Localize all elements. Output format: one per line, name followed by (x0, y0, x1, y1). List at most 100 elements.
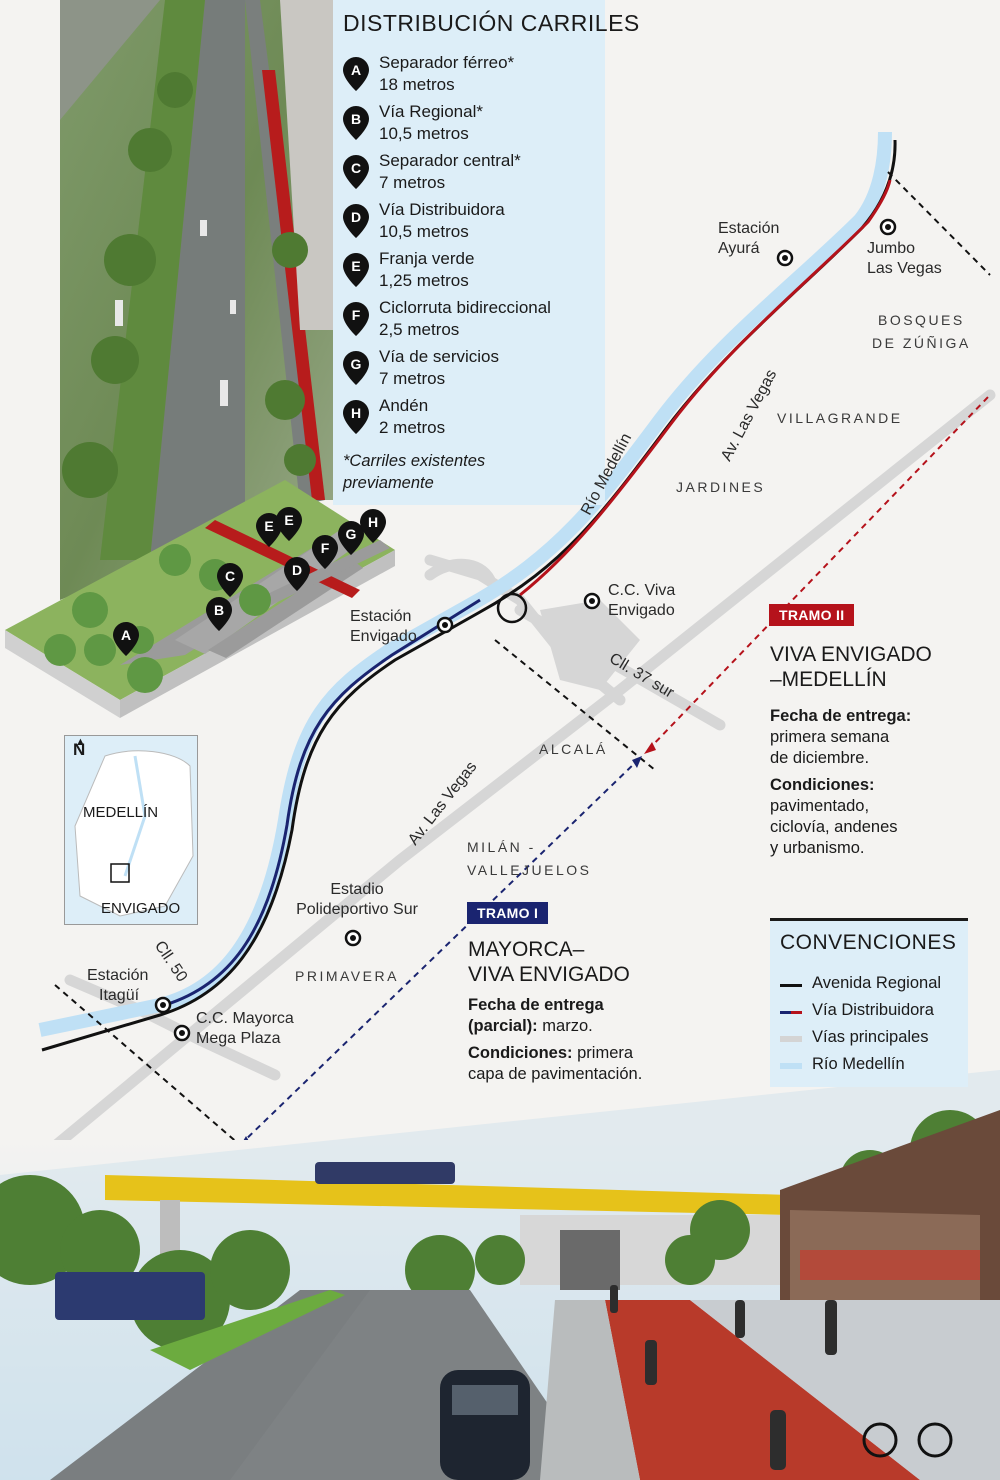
lane-item-h: H Andén 2 metros (343, 396, 603, 444)
pin-icon (343, 302, 369, 336)
lane-width: 10,5 metros (379, 124, 469, 143)
pin-icon (343, 400, 369, 434)
legend-item-rio-medellin: Río Medellín (780, 1054, 965, 1080)
label-estacion-itagui: Estación Itagüí (87, 966, 148, 1006)
diagram-pin-b: B (206, 597, 232, 636)
hood-line: VALLEJUELOS (467, 862, 592, 878)
lane-name: Franja verde (379, 249, 475, 268)
tramo1-fecha-label: Fecha de entrega (468, 996, 604, 1014)
lane-note-line2: previamente (343, 474, 434, 492)
tramo1-fecha-label2: (parcial): (468, 1017, 538, 1035)
pin-icon (343, 106, 369, 140)
pin-icon (284, 557, 310, 591)
pin-letter: E (351, 258, 361, 274)
lane-name: Vía de servicios (379, 347, 499, 366)
diagram-pin-f: F (312, 535, 338, 574)
lane-item-c: C Separador central* 7 metros (343, 151, 603, 199)
hood-line: MILÁN - (467, 839, 536, 855)
conventions-title: CONVENCIONES (780, 931, 957, 954)
lane-item-f: F Ciclorruta bidireccional 2,5 metros (343, 298, 603, 346)
lane-item-g: G Vía de servicios 7 metros (343, 347, 603, 395)
pin-icon (360, 509, 386, 543)
pin-letter: C (350, 160, 362, 176)
pin-icon (206, 597, 232, 631)
lane-item-d: D Vía Distribuidora 10,5 metros (343, 200, 603, 248)
place-line: Envigado (608, 602, 675, 619)
lane-name: Separador férreo* (379, 53, 515, 72)
tramo2-fecha-label: Fecha de entrega: (770, 707, 912, 725)
place-line: Itagüí (99, 987, 140, 1004)
label-jardines: JARDINES (676, 479, 766, 495)
pin-letter: H (350, 405, 362, 421)
place-line: Envigado (350, 628, 417, 645)
place-line: Estadio (330, 881, 384, 898)
place-line: Polideportivo Sur (296, 901, 418, 918)
place-line: C.C. Mayorca (196, 1010, 294, 1027)
pin-letter: G (345, 526, 357, 542)
label-primavera: PRIMAVERA (295, 968, 399, 984)
pin-letter: H (367, 514, 379, 530)
pin-letter: A (350, 62, 362, 78)
lane-distribution-panel (333, 0, 605, 505)
tramo2-tag: TRAMO II (769, 604, 855, 626)
pin-icon (338, 521, 364, 555)
label-estadio: Estadio Polideportivo Sur (292, 880, 422, 920)
tramo2-details: Fecha de entrega: primera semana de dici… (770, 706, 995, 859)
tramo1-cond-value: primera (577, 1044, 634, 1062)
conventions-legend: CONVENCIONES Avenida Regional Vía Distri… (770, 918, 968, 1087)
lane-width: 2,5 metros (379, 320, 460, 339)
lane-name: Vía Regional* (379, 102, 483, 121)
tramo2-cond-line: y urbanismo. (770, 839, 865, 857)
locator-inset-map: N ▲ MEDELLÍN ENVIGADO (64, 735, 198, 925)
tramo2-fecha-line: de diciembre. (770, 749, 870, 767)
diagram-pin-c: C (217, 563, 243, 602)
place-line: Mega Plaza (196, 1030, 281, 1047)
tramo1-arrow (239, 759, 639, 1146)
north-arrow-icon: ▲ (75, 736, 86, 748)
via-distribuidora-tramo2-line (519, 179, 892, 597)
pin-letter: C (224, 568, 236, 584)
aerial-photo (60, 0, 333, 600)
diagram-pin-e2: E (276, 507, 302, 546)
pin-letter: B (213, 602, 225, 618)
rio-medellin-line (38, 131, 892, 1037)
section-limits (54, 171, 991, 1146)
roundabout-area (540, 600, 640, 690)
tramo2-title-line2: –MEDELLÍN (770, 668, 887, 691)
pin-icon (276, 507, 302, 541)
tramo1-title-line1: MAYORCA– (468, 938, 585, 961)
tramo2-cond-line: ciclovía, andenes (770, 818, 898, 836)
roundabout-ring (496, 592, 528, 624)
legend-swatch (780, 984, 802, 987)
label-estacion-envigado: Estación Envigado (350, 607, 417, 647)
tramo1-details: Fecha de entrega (parcial): marzo. Condi… (468, 995, 708, 1085)
place-line: Las Vegas (867, 260, 942, 277)
legend-swatch (780, 1063, 802, 1069)
lane-width: 7 metros (379, 369, 446, 388)
lane-width: 1,25 metros (379, 271, 469, 290)
lane-width: 10,5 metros (379, 222, 469, 241)
legend-label: Vía Distribuidora (812, 1001, 934, 1019)
pin-letter: F (320, 540, 330, 556)
pin-icon (217, 563, 243, 597)
tramo2-title: VIVA ENVIGADO –MEDELLÍN (770, 642, 932, 692)
label-cc-mayorca: C.C. Mayorca Mega Plaza (196, 1009, 294, 1049)
pin-icon (343, 253, 369, 287)
lane-name: Ciclorruta bidireccional (379, 298, 551, 317)
pin-letter: D (291, 562, 303, 578)
tramo2-fecha-line: primera semana (770, 728, 890, 746)
label-estacion-ayura: Estación Ayurá (718, 219, 779, 259)
legend-label: Vías principales (812, 1028, 929, 1046)
pin-letter: B (350, 111, 362, 127)
lane-item-b: B Vía Regional* 10,5 metros (343, 102, 603, 150)
label-jumbo: Jumbo Las Vegas (867, 239, 942, 279)
legend-swatch (780, 1011, 802, 1014)
tramo2-arrow (647, 394, 991, 751)
place-line: Jumbo (867, 240, 916, 257)
inset-label-envigado: ENVIGADO (101, 900, 181, 917)
diagram-pin-h: H (360, 509, 386, 548)
pin-letter: E (284, 512, 294, 528)
tramo2-title-line1: VIVA ENVIGADO (770, 643, 932, 666)
